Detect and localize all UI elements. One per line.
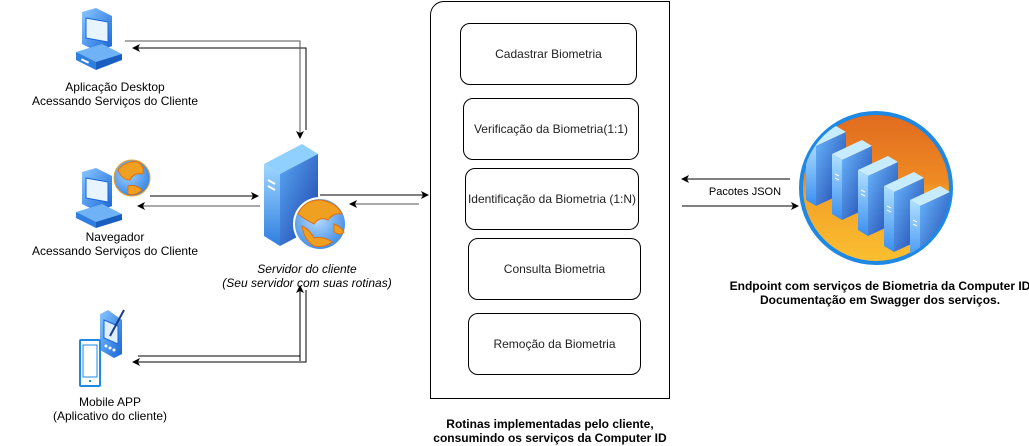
web-server-icon <box>264 144 347 251</box>
mobile-label-line2: (Aplicativo do cliente) <box>52 409 168 423</box>
server-cluster-icon <box>799 111 953 265</box>
mobile-client[interactable] <box>78 308 128 388</box>
routines-caption-line1: Rotinas implementadas pelo cliente, <box>446 417 654 431</box>
desktop-label-line1: Aplicação Desktop <box>65 80 165 94</box>
desktop-computer-icon <box>76 8 122 70</box>
routines-caption: Rotinas implementadas pelo cliente, cons… <box>420 417 680 445</box>
client-server-label: Servidor do cliente (Seu servidor com su… <box>212 262 402 290</box>
mobile-client-label: Mobile APP (Aplicativo do cliente) <box>0 395 220 423</box>
arrow-desktop-to-server <box>125 40 304 139</box>
routine-label: Remoção da Biometria <box>493 337 616 351</box>
endpoint-service[interactable] <box>798 110 954 266</box>
routine-remocao-biometria[interactable]: Remoção da Biometria <box>468 313 641 375</box>
endpoint-label: Endpoint com serviços de Biometria da Co… <box>720 279 1029 307</box>
server-tower <box>910 186 950 262</box>
browser-label-line2: Acessando Serviços do Cliente <box>31 244 199 258</box>
arrow-server-to-desktop <box>132 44 307 130</box>
desktop-label-line2: Acessando Serviços do Cliente <box>31 94 199 108</box>
desktop-client[interactable] <box>72 8 128 70</box>
routine-label: Verificação da Biometria(1:1) <box>473 122 629 136</box>
desktop-client-label: Aplicação Desktop Acessando Serviços do … <box>0 80 230 108</box>
arrow-server-to-mobile <box>132 290 307 366</box>
routine-verificacao-biometria[interactable]: Verificação da Biometria(1:1) <box>463 98 639 160</box>
endpoint-label-line1: Endpoint com serviços de Biometria da Co… <box>729 279 1029 293</box>
endpoint-label-line2: Documentação em Swagger dos serviços. <box>759 293 1001 307</box>
routine-cadastrar-biometria[interactable]: Cadastrar Biometria <box>460 23 637 85</box>
server-label-line1: Servidor do cliente <box>257 262 357 276</box>
connection-label: Pacotes JSON <box>708 186 782 198</box>
routine-consulta-biometria[interactable]: Consulta Biometria <box>468 238 641 300</box>
routines-caption-line2: consumindo os serviços da Computer ID <box>433 431 667 445</box>
mobile-device-icon <box>79 309 125 387</box>
browser-client-label: Navegador Acessando Serviços do Cliente <box>0 230 230 258</box>
browser-label-line1: Navegador <box>85 230 145 244</box>
browser-globe-computer-icon <box>76 159 151 228</box>
server-label-line2: (Seu servidor com suas rotinas) <box>222 276 392 290</box>
mobile-label-line1: Mobile APP <box>78 395 142 409</box>
browser-client[interactable] <box>76 158 152 228</box>
routine-label: Cadastrar Biometria <box>495 47 602 61</box>
routine-label: Consulta Biometria <box>503 262 606 276</box>
routine-identificacao-biometria[interactable]: Identificação da Biometria (1:N) <box>465 168 639 230</box>
client-server[interactable] <box>262 140 352 256</box>
routine-label: Identificação da Biometria (1:N) <box>467 192 637 206</box>
